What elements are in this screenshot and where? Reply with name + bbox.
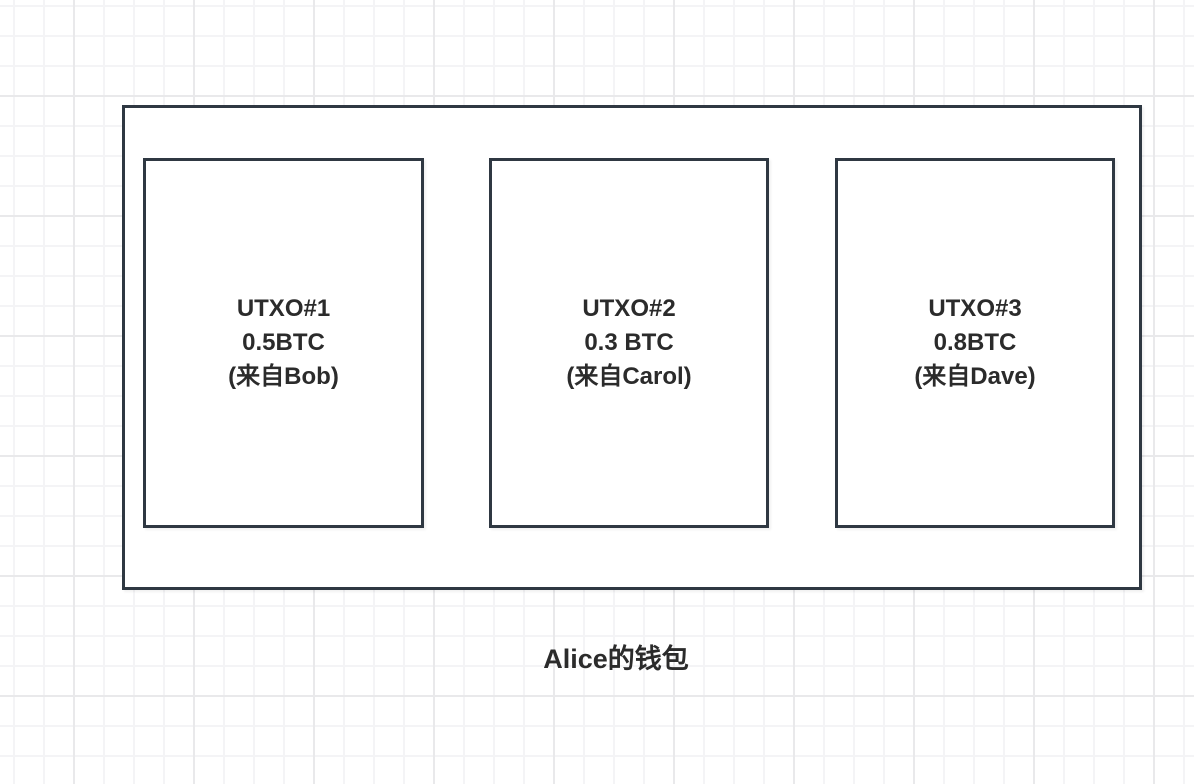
utxo-id: UTXO#1 bbox=[236, 295, 331, 322]
utxo-amount: 0.5BTC bbox=[242, 329, 325, 356]
utxo-id: UTXO#2 bbox=[582, 295, 676, 322]
utxo-amount: 0.3 BTC bbox=[584, 329, 674, 356]
utxo-amount: 0.8BTC bbox=[933, 329, 1017, 356]
utxo-box-1[interactable]: UTXO#1 0.5BTC (来自Bob) bbox=[143, 158, 424, 528]
utxo-source: (来自Dave) bbox=[914, 363, 1036, 390]
utxo-box-3[interactable]: UTXO#3 0.8BTC (来自Dave) bbox=[835, 158, 1115, 528]
utxo-source: (来自Bob) bbox=[228, 363, 339, 390]
wallet-label[interactable]: Alice的钱包 bbox=[543, 644, 689, 674]
utxo-id: UTXO#3 bbox=[928, 295, 1022, 322]
utxo-source: (来自Carol) bbox=[566, 363, 692, 390]
utxo-box-2[interactable]: UTXO#2 0.3 BTC (来自Carol) bbox=[489, 158, 769, 528]
wallet-container-shape[interactable]: UTXO#1 0.5BTC (来自Bob) UTXO#2 0.3 BTC (来自… bbox=[122, 105, 1142, 590]
